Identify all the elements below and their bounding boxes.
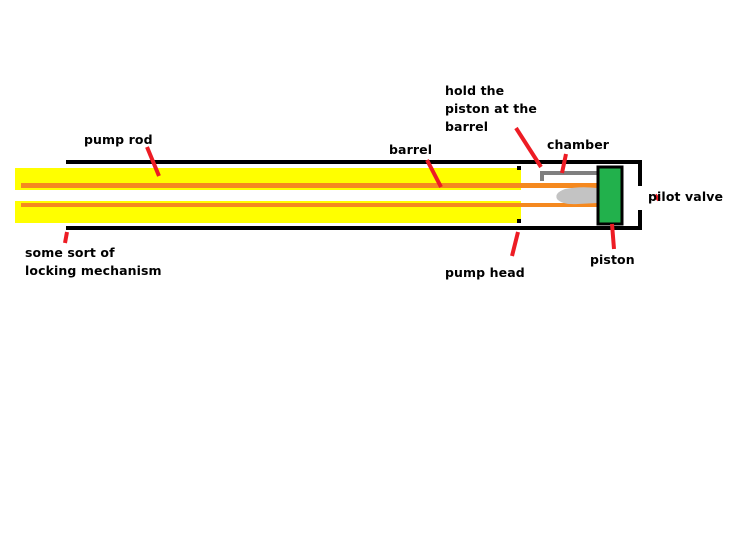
chamber-blob	[556, 187, 597, 205]
barrel-wall-bottom	[66, 226, 642, 230]
leader-chamber	[560, 153, 568, 174]
piston	[596, 165, 624, 226]
leader-locking-mechanism	[63, 231, 69, 244]
leader-pilot-valve	[653, 193, 661, 202]
barrel-end-wall-lower	[638, 210, 642, 230]
pump-rod-stripe-lower	[21, 203, 597, 207]
barrel-wall-top	[66, 160, 642, 164]
label-hold-piston: hold the piston at the barrel	[445, 83, 537, 134]
label-pump-head: pump head	[445, 265, 525, 280]
label-pilot-valve: pilot valve	[648, 189, 724, 204]
hold-bar-hook	[540, 171, 544, 181]
barrel-end-wall-upper	[638, 160, 642, 186]
leader-barrel	[425, 159, 443, 188]
label-piston: piston	[590, 252, 635, 267]
pump-head-dot-top	[517, 166, 521, 170]
pump-rod-stripe-upper	[21, 183, 597, 188]
hold-bar	[540, 171, 598, 175]
label-chamber: chamber	[547, 137, 610, 152]
label-locking-mechanism: some sort of locking mechanism	[25, 245, 162, 278]
leader-pump-head	[510, 231, 520, 257]
label-pump-rod: pump rod	[84, 132, 153, 147]
pump-head-dot-bottom	[517, 219, 521, 223]
leader-hold-piston	[514, 126, 543, 169]
label-barrel: barrel	[389, 142, 433, 157]
leader-pump-rod	[145, 146, 161, 177]
leader-piston	[610, 223, 616, 250]
